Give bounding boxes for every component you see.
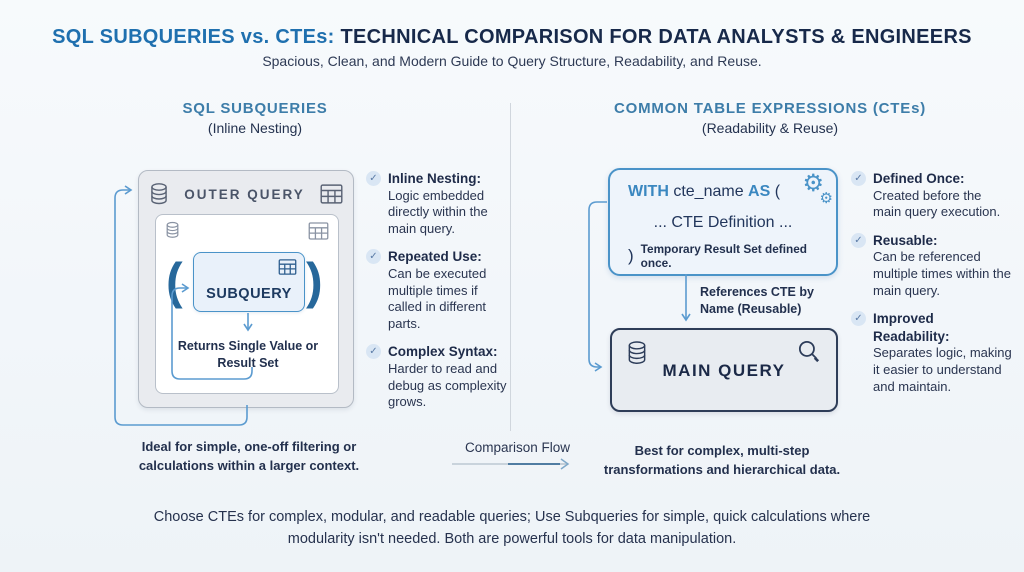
- close-paren: ): [306, 253, 323, 309]
- list-item: ✓ Defined Once: Created before the main …: [851, 170, 1013, 221]
- comparison-flow-label: Comparison Flow: [464, 440, 571, 455]
- left-section-subheading: (Inline Nesting): [207, 120, 303, 136]
- bullet-title: Inline Nesting:: [388, 171, 482, 186]
- left-bullet-list: ✓ Inline Nesting: Logic embedded directl…: [366, 170, 508, 411]
- cte-left-arrow: [588, 201, 607, 372]
- right-bullet-list: ✓ Defined Once: Created before the main …: [851, 170, 1013, 395]
- bullet-title: Improved Readability:: [873, 311, 950, 344]
- bullet-body: Logic embedded directly within the main …: [388, 187, 488, 236]
- references-arrow-label: References CTE by Name (Reusable): [700, 285, 814, 316]
- magnifier-icon: [798, 340, 820, 363]
- main-query-label: MAIN QUERY: [662, 361, 786, 380]
- footer-summary: Choose CTEs for complex, modular, and re…: [153, 509, 871, 548]
- page-title-accent: SQL SUBQUERIES vs. CTEs:: [52, 26, 335, 48]
- list-item: ✓ Reusable: Can be referenced multiple t…: [851, 232, 1013, 299]
- page-subtitle: Spacious, Clean, and Modern Guide to Que…: [262, 53, 762, 69]
- right-section-heading: COMMON TABLE EXPRESSIONS (CTEs): [613, 100, 927, 117]
- left-section-heading: SQL SUBQUERIES: [182, 100, 328, 117]
- with-keyword: WITH: [628, 183, 669, 200]
- check-icon: ✓: [366, 344, 381, 360]
- list-item: ✓ Improved Readability: Separates logic,…: [851, 310, 1013, 395]
- left-caption: Ideal for simple, one-off filtering or c…: [138, 439, 360, 473]
- bullet-body: Can be executed multiple times if called…: [388, 265, 487, 331]
- table-icon: [278, 259, 297, 275]
- check-icon: ✓: [366, 249, 381, 265]
- database-icon: [151, 182, 167, 204]
- as-keyword: AS: [748, 183, 771, 200]
- page-title-main: TECHNICAL COMPARISON FOR DATA ANALYSTS &…: [334, 26, 972, 48]
- outer-query-header: OUTER QUERY: [149, 179, 343, 209]
- check-icon: ✓: [851, 311, 866, 327]
- database-icon: [628, 341, 646, 364]
- outer-query-label: OUTER QUERY: [184, 186, 305, 202]
- gear-icon-small: ⚙: [819, 190, 833, 207]
- cte-open-paren: (: [770, 183, 781, 200]
- cte-close-paren: ): [628, 246, 634, 265]
- check-icon: ✓: [851, 232, 866, 248]
- list-item: ✓ Inline Nesting: Logic embedded directl…: [366, 170, 508, 237]
- database-icon: [166, 221, 179, 238]
- gear-icon: ⚙: [802, 170, 824, 197]
- cte-close-line: ) Temporary Result Set defined once.: [628, 242, 826, 270]
- cte-name: cte_name: [668, 183, 749, 200]
- check-icon: ✓: [851, 171, 866, 186]
- subquery-box: SUBQUERY: [193, 252, 305, 312]
- table-icon: [320, 184, 343, 204]
- cte-definition-box: WITH cte_name AS ( ⚙ ⚙ ... CTE Definitio…: [608, 168, 838, 276]
- bullet-body: Can be referenced multiple times within …: [873, 249, 1011, 298]
- open-paren: (: [166, 253, 183, 309]
- right-caption: Best for complex, multi-step transformat…: [603, 443, 841, 477]
- temp-result-note: Temporary Result Set defined once.: [640, 242, 807, 270]
- cte-syntax-line: WITH cte_name AS (: [628, 183, 780, 201]
- bullet-title: Complex Syntax:: [388, 344, 498, 360]
- main-query-box: MAIN QUERY: [610, 328, 838, 412]
- bullet-body: Harder to read and debug as complexity g…: [388, 361, 507, 410]
- check-icon: ✓: [366, 171, 381, 186]
- bullet-title: Repeated Use:: [388, 249, 482, 265]
- page-title: SQL SUBQUERIES vs. CTEs: TECHNICAL COMPA…: [0, 26, 1024, 49]
- bullet-body: Created before the main query execution.: [873, 187, 1001, 220]
- list-item: ✓ Complex Syntax: Harder to read and deb…: [366, 343, 508, 410]
- bullet-body: Separates logic, making it easier to und…: [873, 345, 1012, 394]
- vertical-divider: [510, 103, 511, 431]
- returns-note: Returns Single Value or Result Set: [177, 339, 319, 370]
- bullet-title: Defined Once:: [873, 171, 965, 186]
- subquery-label: SUBQUERY: [206, 286, 292, 302]
- cte-definition-line: ... CTE Definition ...: [653, 214, 793, 231]
- right-section-subheading: (Readability & Reuse): [701, 120, 839, 136]
- table-icon: [308, 222, 329, 240]
- bullet-title: Reusable:: [873, 232, 938, 248]
- list-item: ✓ Repeated Use: Can be executed multiple…: [366, 248, 508, 332]
